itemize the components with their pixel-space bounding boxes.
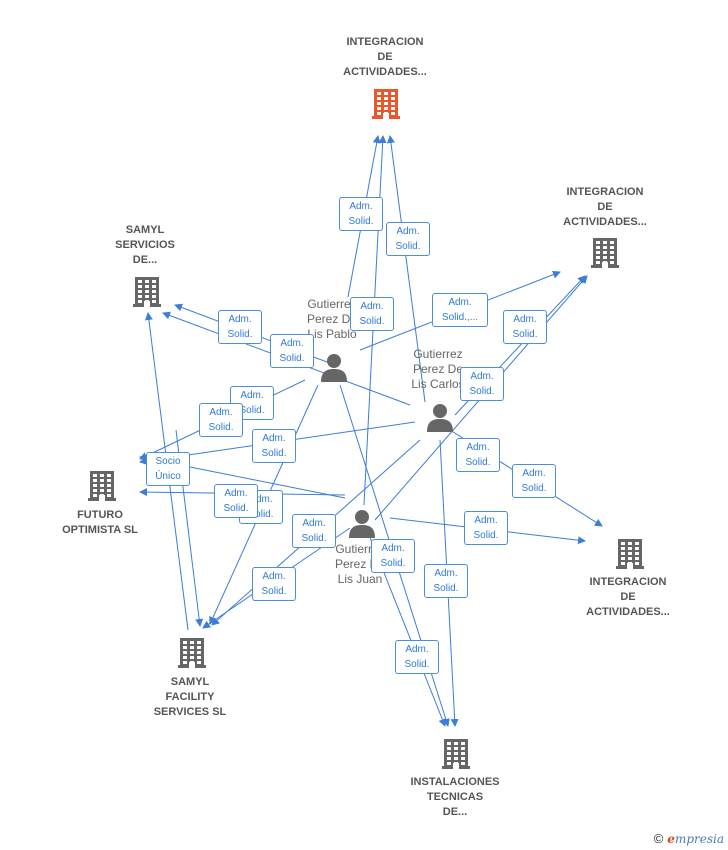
building-icon-top[interactable]	[370, 86, 402, 125]
person-icon	[321, 354, 347, 382]
building-icon	[616, 539, 644, 569]
building-icon	[591, 238, 619, 268]
brand-footer[interactable]: ©empresia	[654, 831, 724, 846]
person-label-pablo: Gutierrez Perez De Lis Pablo	[306, 297, 357, 341]
company-label-top: INTEGRACION DE ACTIVIDADES...	[343, 36, 427, 78]
copyright-symbol: ©	[653, 831, 664, 846]
relation-label[interactable]: Adm. Solid.	[270, 334, 314, 368]
relation-label[interactable]: Adm. Solid.	[199, 403, 243, 437]
building-icon	[372, 89, 400, 119]
relation-label[interactable]: Adm. Solid.	[503, 310, 547, 344]
relation-label[interactable]: Adm. Solid.	[252, 429, 296, 463]
building-icon-right-top[interactable]	[589, 235, 621, 274]
relation-label[interactable]: Adm. Solid.	[512, 464, 556, 498]
building-icon-right-bottom[interactable]	[614, 536, 646, 575]
building-icon-futuro[interactable]	[86, 468, 118, 507]
relation-edge	[386, 135, 426, 403]
building-icon-instalaciones[interactable]	[440, 736, 472, 775]
building-icon	[178, 638, 206, 668]
building-icon	[442, 739, 470, 769]
relation-label[interactable]: Adm. Solid.	[456, 438, 500, 472]
relation-label[interactable]: Adm. Solid.	[460, 367, 504, 401]
relation-label[interactable]: Adm. Solid.	[252, 567, 296, 601]
relation-label[interactable]: Adm. Solid.	[371, 539, 415, 573]
building-icon	[88, 471, 116, 501]
company-label-right-top: INTEGRACION DE ACTIVIDADES...	[563, 186, 647, 228]
person-icon-pablo[interactable]	[319, 352, 349, 387]
person-label-carlos: Gutierrez Perez De Lis Carlos	[411, 347, 465, 391]
person-icon	[427, 404, 453, 432]
relation-label[interactable]: Adm. Solid.	[350, 297, 394, 331]
relation-label[interactable]: Adm. Solid.,...	[432, 293, 488, 327]
building-icon-samyl-servicios[interactable]	[131, 274, 163, 313]
building-icon	[133, 277, 161, 307]
brand-logo-e: e	[667, 832, 675, 846]
person-icon	[349, 510, 375, 538]
relation-label[interactable]: Socio Único	[146, 452, 190, 486]
company-label-futuro: FUTURO OPTIMISTA SL	[62, 509, 138, 536]
person-icon-carlos[interactable]	[425, 402, 455, 437]
building-icon-samyl-facility[interactable]	[176, 635, 208, 674]
person-icon-juan[interactable]	[347, 508, 377, 543]
relation-label[interactable]: Adm. Solid.	[218, 310, 262, 344]
brand-logo-text: mpresia	[674, 832, 724, 846]
relation-label[interactable]: Adm. Solid.	[395, 640, 439, 674]
company-label-samyl-facility: SAMYL FACILITY SERVICES SL	[153, 676, 227, 718]
company-label-samyl-servicios: SAMYL SERVICIOS DE...	[115, 224, 175, 266]
relation-label[interactable]: Adm. Solid.	[339, 197, 383, 231]
relation-label[interactable]: Adm. Solid.	[292, 514, 336, 548]
relation-label[interactable]: Adm. Solid.	[424, 564, 468, 598]
relation-label[interactable]: Adm. Solid.	[386, 222, 430, 256]
company-label-instalaciones: INSTALACIONES TECNICAS DE...	[410, 776, 500, 818]
relation-label[interactable]: Adm. Solid.	[214, 484, 258, 518]
company-label-right-bottom: INTEGRACION DE ACTIVIDADES...	[586, 576, 670, 618]
relation-label[interactable]: Adm. Solid.	[464, 511, 508, 545]
